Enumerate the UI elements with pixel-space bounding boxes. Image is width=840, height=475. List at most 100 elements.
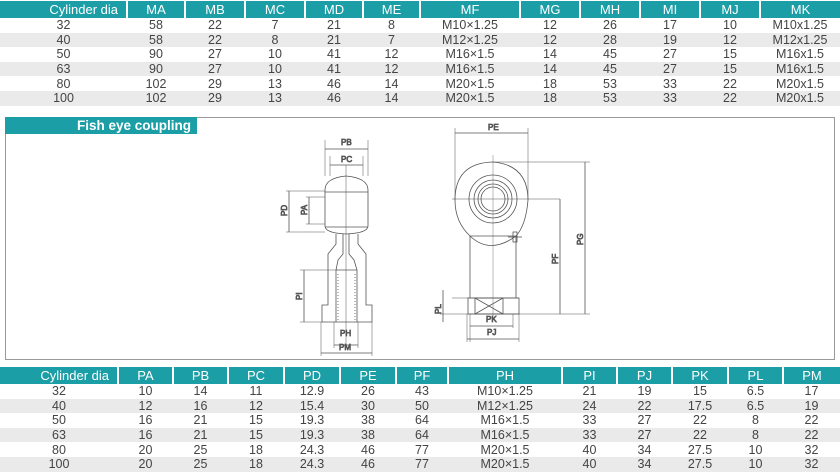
table-cell: 32	[52, 384, 66, 399]
table-cell: 46	[340, 456, 396, 472]
column-header: MA	[126, 1, 185, 18]
dim-pf: PF	[551, 254, 560, 264]
table-cell: M12x1.25	[760, 32, 840, 48]
table-cell: 19	[637, 384, 652, 399]
dim-pm: PM	[339, 343, 351, 352]
table-cell: 22	[693, 413, 707, 428]
table-cell: 90	[149, 47, 163, 62]
table-cell: 32	[804, 442, 819, 457]
table-cell: M16x1.5	[776, 47, 824, 62]
table-cell: M10x1.25	[772, 18, 828, 33]
table-cell: 14	[193, 384, 208, 399]
table-cell: 20	[118, 456, 173, 472]
table-cell: 46	[305, 90, 363, 106]
column-header: PF	[395, 367, 448, 384]
table-cell: 21	[327, 18, 341, 33]
table-cell: 12.9	[299, 384, 325, 399]
table-cell: M20×1.5	[480, 442, 530, 457]
table-cell: 19	[640, 32, 700, 48]
column-header: MF	[419, 1, 520, 18]
table-cell: 10	[723, 18, 737, 33]
table-cell: 100	[0, 456, 118, 472]
column-header: MH	[579, 1, 640, 18]
table-cell: 22	[208, 18, 222, 33]
table-cell: 15	[700, 61, 760, 77]
column-header: PK	[671, 367, 728, 384]
table-cell: 43	[415, 384, 429, 399]
table-cell: 46	[327, 76, 341, 91]
column-header: PB	[172, 367, 228, 384]
table-cell: M12×1.25	[420, 32, 520, 48]
table-cell: 10	[245, 61, 305, 77]
table-cell: 38	[361, 413, 375, 428]
column-header: MG	[519, 1, 580, 18]
table-cell: 27	[637, 413, 652, 428]
table-cell: 33	[663, 76, 677, 91]
dim-ph: PH	[340, 329, 351, 338]
table-cell: 64	[396, 427, 448, 443]
table-cell: 16	[173, 398, 228, 414]
table-cell: 33	[582, 413, 597, 428]
table-cell: 22	[723, 76, 737, 91]
table-cell: 27	[640, 61, 700, 77]
table-cell: 22	[783, 427, 840, 443]
table-cell: 8	[245, 32, 305, 48]
table-cell: 12	[700, 32, 760, 48]
table-cell: 20	[138, 442, 153, 457]
table-cell: 27.5	[687, 442, 713, 457]
table-cell: 12	[228, 398, 284, 414]
table-cell: 12	[118, 398, 173, 414]
dim-pj: PJ	[487, 328, 496, 337]
table-cell: 19.3	[284, 427, 340, 443]
table-cell: 25	[193, 442, 208, 457]
table-cell: 58	[149, 18, 163, 33]
table-cell: 45	[603, 47, 617, 62]
column-header: PA	[117, 367, 173, 384]
table-cell: M20x1.5	[776, 76, 824, 91]
table-cell: M16×1.5	[480, 413, 530, 428]
table-cell: 22	[804, 413, 819, 428]
section-title: Fish eye coupling	[5, 117, 197, 134]
table-cell: 34	[617, 456, 672, 472]
table-cell: M12×1.25	[448, 398, 562, 414]
table-cell: 17.5	[672, 398, 728, 414]
table-cell: 26	[603, 18, 617, 33]
column-header: ME	[362, 1, 420, 18]
table-cell: 50	[56, 47, 71, 62]
table-cell: 8	[728, 427, 783, 443]
table-cell: M10×1.25	[442, 18, 498, 33]
table-cell: 33	[562, 427, 617, 443]
dim-pd: PD	[280, 205, 289, 216]
dim-pe: PE	[488, 123, 499, 132]
column-header: MK	[759, 1, 840, 18]
table-cell: 16	[138, 413, 153, 428]
table-cell: 18	[249, 442, 263, 457]
column-header: PJ	[616, 367, 672, 384]
table-cell: 27	[617, 427, 672, 443]
table-cell: 77	[415, 442, 429, 457]
column-header: MC	[244, 1, 305, 18]
table-cell: 102	[145, 76, 167, 91]
table-cell: 15	[249, 413, 263, 428]
table-cell: 28	[580, 32, 640, 48]
table-cell: 10	[268, 47, 282, 62]
table-cell: M16×1.5	[448, 427, 562, 443]
table-cell: 19	[783, 398, 840, 414]
table-cell: 14	[363, 90, 420, 106]
table-cell: 22	[185, 32, 245, 48]
column-header: PD	[283, 367, 340, 384]
column-header: Cylinder dia	[0, 1, 127, 18]
table-cell: M10×1.25	[477, 384, 533, 399]
table-cell: 90	[127, 61, 185, 77]
table-cell: 27	[185, 61, 245, 77]
table-cell: 22	[672, 427, 728, 443]
table-cell: 10	[138, 384, 153, 399]
column-header: MI	[639, 1, 700, 18]
table-cell: 11	[249, 384, 263, 399]
